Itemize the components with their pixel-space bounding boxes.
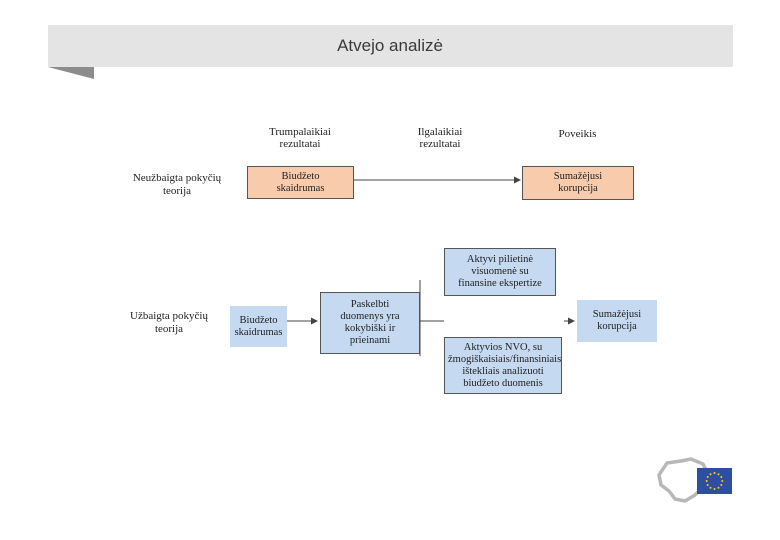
box-bottom-budget-transparency: Biudžeto skaidrumas	[230, 306, 287, 347]
box-active-civil-society-label: Aktyvi pilietinė visuomenė su finansine …	[458, 254, 542, 289]
box-bottom-reduced-corruption-label: Sumažėjusi korupcija	[592, 309, 642, 332]
box-active-ngo-label: Aktyvios NVO, su žmogiškaisiais/finansin…	[448, 341, 562, 389]
box-top-budget-transparency: Biudžeto skaidrumas	[247, 166, 354, 199]
title-bar-corner	[48, 67, 94, 79]
slide-title: Atvejo analizė	[337, 36, 443, 55]
title-bar	[48, 25, 733, 67]
header-long-term: Ilgalaikiai rezultatai	[417, 126, 463, 150]
box-top-reduced-corruption-label: Sumažėjusi korupcija	[553, 171, 603, 194]
box-top-reduced-corruption: Sumažėjusi korupcija	[522, 166, 634, 200]
box-bottom-reduced-corruption: Sumažėjusi korupcija	[577, 300, 657, 342]
box-top-budget-transparency-label: Biudžeto skaidrumas	[276, 170, 325, 194]
box-published-data: Paskelbti duomenys yra kokybiški ir prie…	[320, 292, 420, 354]
box-active-civil-society: Aktyvi pilietinė visuomenė su finansine …	[444, 248, 556, 296]
row-label-incomplete: Neužbaigta pokyčių teorija	[132, 172, 222, 197]
eu-flag-icon	[697, 468, 732, 494]
header-impact: Poveikis	[558, 128, 597, 140]
box-published-data-label: Paskelbti duomenys yra kokybiški ir prie…	[340, 299, 400, 346]
row-label-complete: Užbaigta pokyčių teorija	[130, 310, 208, 335]
header-short-term: Trumpalaikiai rezultatai	[269, 126, 331, 150]
slide-title-container: Atvejo analizė	[0, 25, 780, 67]
box-bottom-budget-transparency-label: Biudžeto skaidrumas	[234, 314, 283, 338]
box-active-ngo: Aktyvios NVO, su žmogiškaisiais/finansin…	[444, 337, 562, 394]
eu-stars	[705, 472, 724, 490]
lithuania-eu-logo	[657, 457, 732, 503]
